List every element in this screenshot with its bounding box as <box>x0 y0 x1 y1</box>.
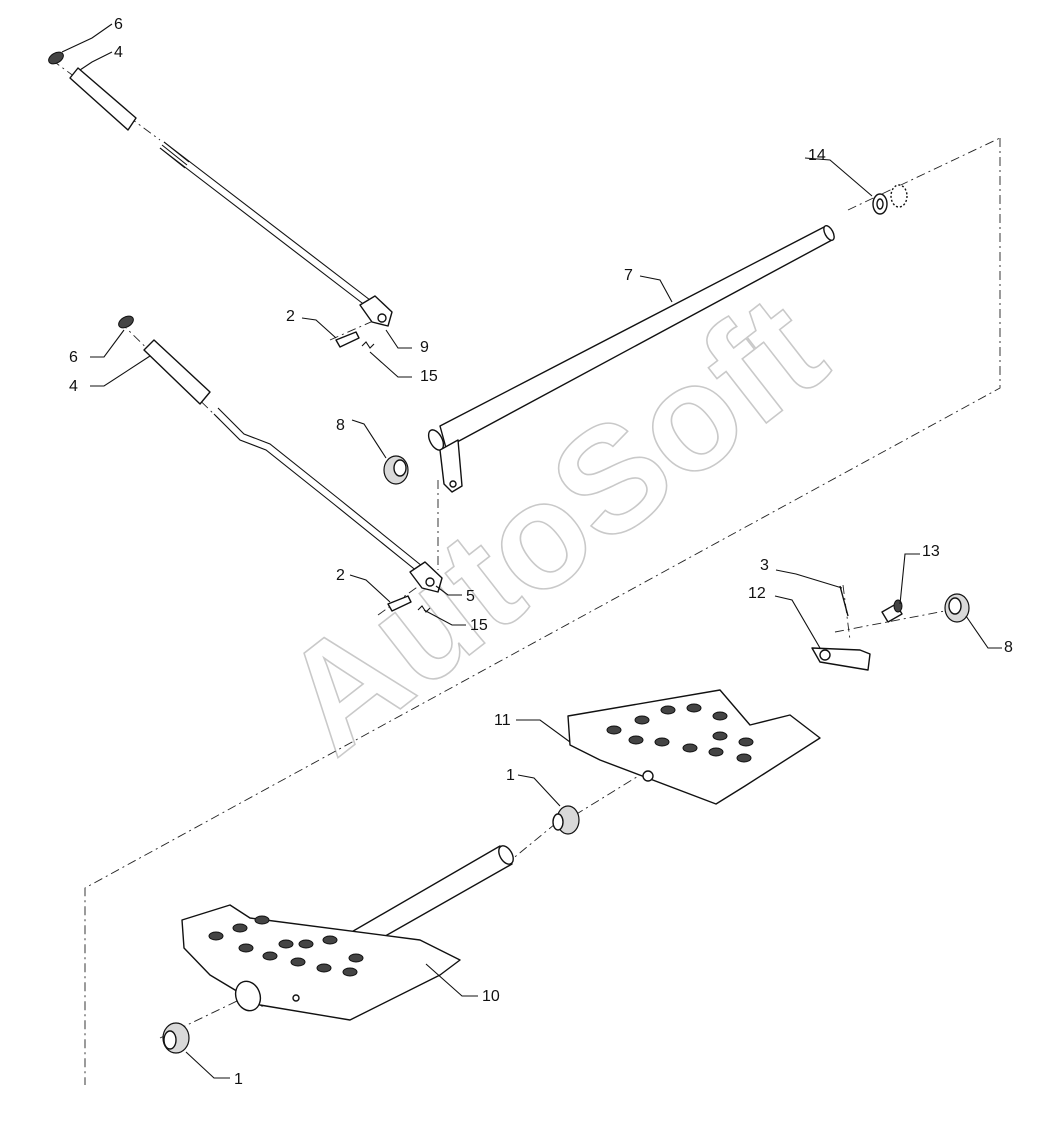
footplate-upper <box>567 689 821 805</box>
callout-9: 9 <box>420 339 429 356</box>
cross-shaft <box>427 224 835 493</box>
callouts: 6 4 14 7 2 9 6 4 15 8 3 13 12 2 5 15 8 1… <box>69 16 1013 1088</box>
callout-8: 8 <box>336 417 345 434</box>
callout-10: 10 <box>482 988 500 1005</box>
callout-3: 3 <box>760 557 769 574</box>
callout-8: 8 <box>1004 639 1013 656</box>
callout-5: 5 <box>466 588 475 605</box>
callout-6: 6 <box>114 16 123 33</box>
callout-2: 2 <box>336 567 345 584</box>
washers <box>872 184 908 215</box>
upper-rod-assembly <box>48 51 393 327</box>
spacer-upper <box>552 805 580 835</box>
lower-rod-assembly <box>118 315 443 593</box>
callout-12: 12 <box>748 585 766 602</box>
callout-4: 4 <box>69 378 78 395</box>
callout-4: 4 <box>114 44 123 61</box>
leader-lines <box>61 23 1002 1079</box>
pedal-assembly <box>181 845 514 1021</box>
callout-15: 15 <box>470 617 488 634</box>
callout-1: 1 <box>506 767 515 784</box>
callout-13: 13 <box>922 543 940 560</box>
callout-14: 14 <box>808 147 826 164</box>
callout-2: 2 <box>286 308 295 325</box>
callout-6: 6 <box>69 349 78 366</box>
bushings <box>383 455 970 623</box>
callout-11: 11 <box>494 712 511 729</box>
lever-pin-bolt <box>811 585 903 671</box>
pins-and-clips <box>335 331 431 613</box>
callout-1: 1 <box>234 1071 243 1088</box>
callout-15: 15 <box>420 368 438 385</box>
callout-7: 7 <box>624 267 633 284</box>
spacer-lower <box>162 1022 190 1054</box>
